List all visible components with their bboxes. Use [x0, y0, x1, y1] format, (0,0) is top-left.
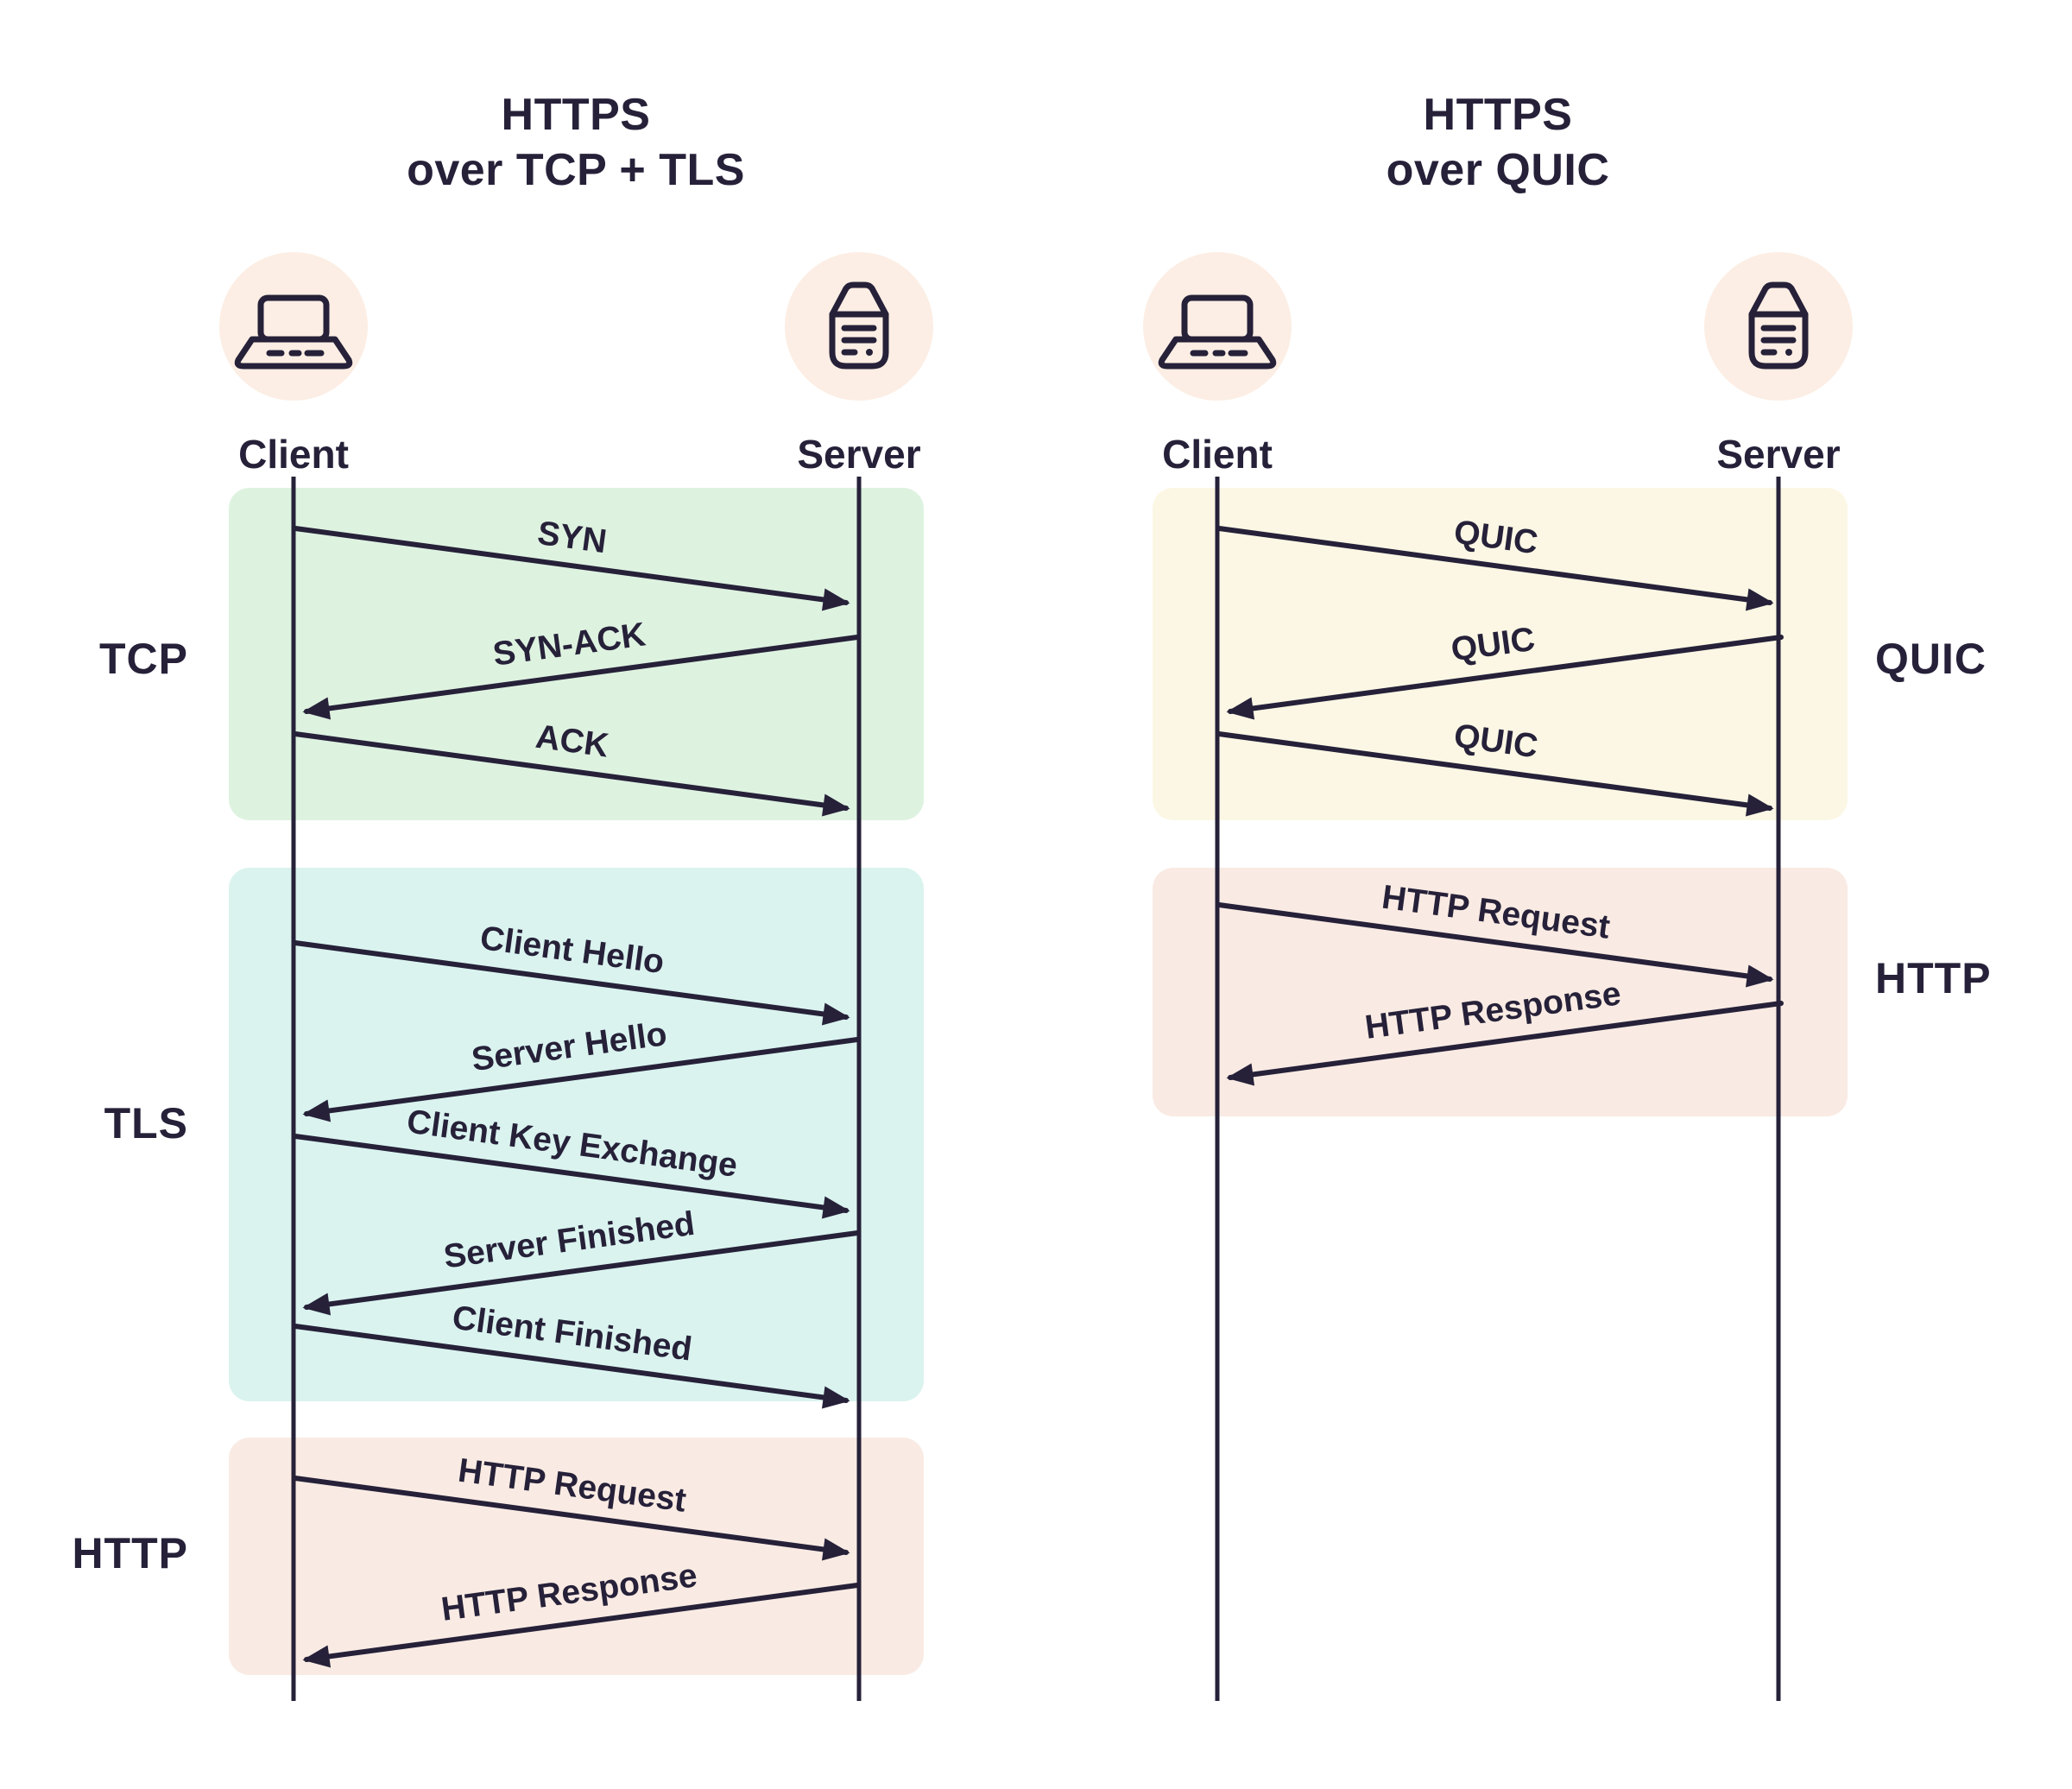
message-arrow-ack: ACK	[293, 718, 850, 817]
arrow-line	[1226, 635, 1784, 720]
arrow-line	[293, 731, 850, 817]
arrow-line	[1216, 526, 1774, 611]
left-tcp-section-box	[229, 488, 924, 820]
right-title-line1: HTTPS	[1424, 90, 1573, 140]
message-label: SYN	[535, 515, 609, 560]
left-title-line2: over TCP + TLS	[407, 145, 745, 195]
right-http-section-box	[1153, 868, 1848, 1116]
right-quic-section-box	[1153, 488, 1848, 820]
left-server-label: Server	[797, 432, 920, 477]
arrow-line	[1216, 902, 1774, 988]
arrow-line	[302, 635, 860, 720]
right-client-label: Client	[1162, 432, 1273, 477]
arrow-line	[302, 1230, 860, 1316]
left-tls-section-box	[229, 868, 924, 1401]
left-http-section-box	[229, 1438, 924, 1675]
right-http-section-label: HTTP	[1875, 954, 1992, 1002]
arrow-line	[1216, 731, 1774, 817]
arrow-line	[302, 1583, 860, 1668]
arrow-line	[293, 1134, 850, 1219]
right-quic-section-label: QUIC	[1875, 635, 1987, 683]
left-client-icon-circle	[219, 252, 368, 401]
left-client-label: Client	[238, 432, 349, 477]
left-tls-section-label: TLS	[104, 1099, 188, 1147]
arrow-line	[293, 940, 850, 1026]
message-arrow-syn: SYN	[293, 515, 850, 611]
right-title-line2: over QUIC	[1387, 145, 1610, 195]
arrow-line	[1226, 1001, 1784, 1086]
left-tcp-section-label: TCP	[99, 635, 188, 683]
panel-https-tcp-tls: HTTPS over TCP + TLS Client Server TCP T…	[72, 90, 933, 1701]
arrow-line	[302, 1037, 860, 1122]
left-title-line1: HTTPS	[502, 90, 651, 140]
arrow-line	[293, 1476, 850, 1561]
right-server-label: Server	[1716, 432, 1840, 477]
right-client-icon-circle	[1143, 252, 1292, 401]
panel-https-quic: HTTPS over QUIC Client Server QUIC HTTP …	[1143, 90, 1992, 1701]
arrow-line	[293, 1324, 850, 1409]
arrow-line	[293, 526, 850, 611]
left-http-section-label: HTTP	[72, 1529, 188, 1577]
